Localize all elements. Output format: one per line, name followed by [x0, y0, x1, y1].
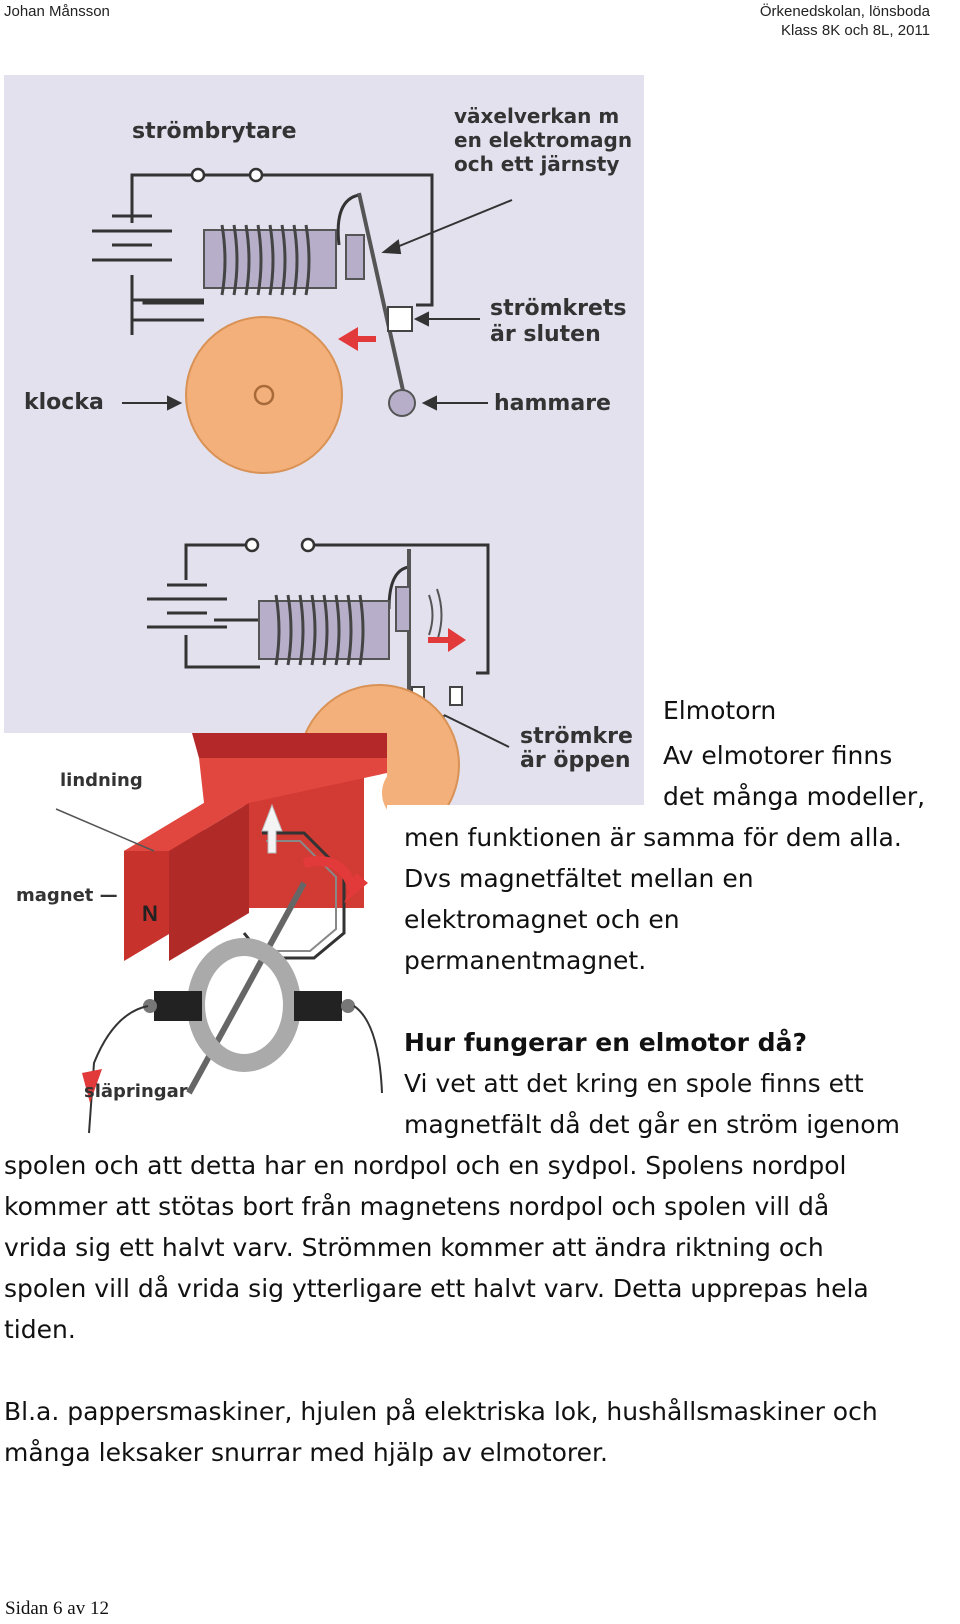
upper-bell [185, 316, 343, 474]
magnet-top-shade [192, 733, 387, 758]
intro-line-6: permanentmagnet. [404, 946, 647, 975]
intro-line-1: Av elmotorer finns [663, 741, 893, 770]
electric-bell-diagram: strömbrytare växelverkan m en elektromag… [24, 104, 633, 805]
label-magnet: magnet — [16, 885, 118, 906]
section-title: Elmotorn [663, 696, 777, 725]
body-line-6: spolen vill då vrida sig ytterligare ett… [4, 1274, 869, 1303]
page-number: Sidan 6 av 12 [5, 1598, 109, 1619]
intro-line-2: det många modeller, [663, 782, 926, 811]
lower-coil [258, 600, 390, 660]
label-interaction-3: och ett järnsty [454, 152, 619, 176]
axle [186, 881, 307, 1095]
label-circuit-closed-2: är sluten [490, 322, 601, 347]
body-line-5: vrida sig ett halvt varv. Strömmen komme… [4, 1233, 824, 1262]
lower-circuit-wires [184, 543, 490, 675]
examples-line-2: många leksaker snurrar med hjälp av elmo… [4, 1438, 608, 1467]
label-circuit-open-1: strömkre [520, 724, 633, 749]
label-interaction-1: växelverkan m [454, 104, 619, 128]
header-school: Örkenedskolan, lönsboda [759, 3, 930, 20]
examples-line-1: Bl.a. pappersmaskiner, hjulen på elektri… [4, 1397, 878, 1426]
lower-pointer-arrow [443, 714, 510, 748]
current-arrow [82, 1069, 102, 1103]
label-switch: strömbrytare [132, 119, 297, 144]
upper-battery [92, 214, 172, 262]
upper-red-arrowhead [338, 327, 358, 351]
body-line-4: kommer att stötas bort från magnetens no… [4, 1192, 830, 1221]
force-up-arrow [261, 803, 283, 854]
header-school-class: Örkenedskolan, lönsboda Klass 8K och 8L,… [760, 2, 930, 40]
upper-bell-center [253, 384, 275, 406]
brush-wire-right [353, 1005, 383, 1094]
magnet-top-face [124, 803, 249, 851]
upper-hammer-arm [357, 192, 406, 396]
upper-hammer [388, 389, 416, 417]
brush-right [294, 991, 342, 1021]
upper-coil-windings [220, 224, 311, 296]
winding-leader [55, 808, 155, 852]
lower-switch-contact [300, 537, 316, 553]
intro-line-4: Dvs magnetfältet mellan en [404, 864, 754, 893]
magnet-back-top [199, 758, 387, 803]
electric-bell-figure: strömbrytare växelverkan m en elektromag… [4, 75, 644, 805]
body-line-3: spolen och att detta har en nordpol och … [4, 1151, 847, 1180]
label-interaction-2: en elektromagn [454, 128, 632, 152]
label-circuit-closed-1: strömkrets [490, 296, 627, 321]
header-author: Johan Månsson [4, 3, 110, 20]
electric-motor-figure: N lindning magnet — släpringar [4, 733, 387, 1140]
label-circuit-open-2: är öppen [520, 748, 631, 773]
upper-switch-contact [248, 167, 264, 183]
slip-ring [187, 938, 301, 1072]
rotation-arrowhead [344, 873, 368, 903]
brush-left [154, 991, 202, 1021]
upper-contact [387, 306, 413, 332]
upper-switch-contact [190, 167, 206, 183]
electric-motor-diagram: N lindning magnet — släpringar [16, 733, 387, 1134]
lower-coil-windings [274, 594, 365, 666]
north-pole-label: N [142, 901, 158, 926]
label-hammer: hammare [494, 391, 611, 416]
magnet-north-front [169, 803, 249, 961]
question-heading: Hur fungerar en elmotor då? [404, 1028, 807, 1057]
vibration-marks [428, 588, 443, 642]
upper-iron-armature [345, 234, 365, 280]
body-line-2: magnetfält då det går en ström igenom [404, 1110, 900, 1139]
label-winding: lindning [60, 770, 143, 791]
body-line-7: tiden. [4, 1315, 76, 1344]
label-bell: klocka [24, 390, 104, 415]
body-line-1: Vi vet att det kring en spole finns ett [404, 1069, 864, 1098]
label-slip-rings: släpringar [84, 1081, 188, 1102]
lower-switch-contact [244, 537, 260, 553]
lower-iron-armature [395, 586, 411, 632]
intro-line-5: elektromagnet och en [404, 905, 680, 934]
intro-line-3: men funktionen är samma för dem alla. [404, 823, 902, 852]
lower-battery [147, 583, 227, 629]
brush-wire-left [88, 1005, 149, 1134]
lower-red-arrowhead [448, 628, 466, 652]
lower-contact [449, 686, 463, 706]
upper-pointer-arrows [122, 199, 513, 411]
header-class: Klass 8K och 8L, 2011 [781, 22, 930, 39]
